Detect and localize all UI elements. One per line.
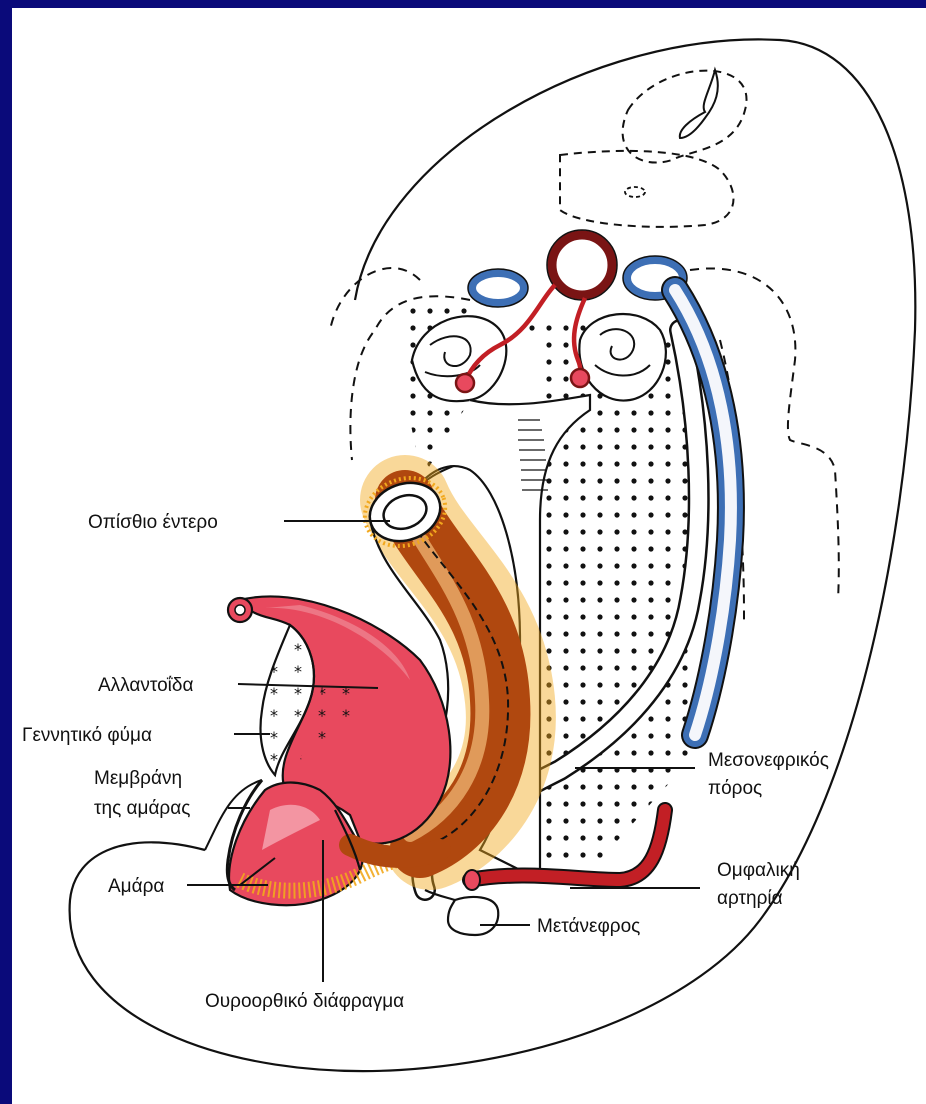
label-mesonephric-duct-1: Μεσονεφρικός <box>708 750 829 771</box>
label-hindgut: Οπίσθιο έντερο <box>88 512 218 533</box>
cloaca-brown-band <box>350 845 440 857</box>
label-genital-tubercle: Γεννητικό φύμα <box>22 725 152 746</box>
label-metanephros: Μετάνεφρος <box>537 916 640 937</box>
neural-tube-outline <box>623 71 747 163</box>
dorsal-aorta <box>552 235 612 295</box>
glomerulus-left <box>456 374 474 392</box>
cardinal-vein-left <box>472 273 524 303</box>
notochord <box>625 187 645 197</box>
label-cloacal-membrane-2: της αμάρας <box>94 798 190 819</box>
neural-canal <box>680 70 718 138</box>
label-allantois: Αλλαντοΐδα <box>98 675 193 696</box>
glomerulus-right <box>571 369 589 387</box>
label-umbilical-artery-2: αρτηρία <box>717 888 783 909</box>
umbilical-artery-section <box>464 870 480 890</box>
label-umbilical-artery-1: Ομφαλική <box>717 860 800 881</box>
label-cloaca: Αμάρα <box>108 876 164 897</box>
label-mesonephric-duct-2: πόρος <box>708 778 762 799</box>
metanephros <box>448 897 498 935</box>
notochord-region <box>560 151 734 227</box>
label-urorectal-septum: Ουροορθικό διάφραγμα <box>205 991 404 1012</box>
allantois-lumen <box>235 605 245 615</box>
label-cloacal-membrane-1: Μεμβράνη <box>94 768 182 789</box>
